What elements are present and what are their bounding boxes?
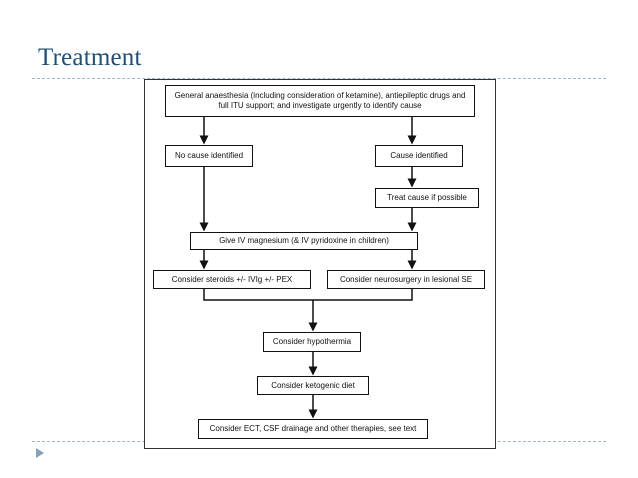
top-divider <box>32 78 606 79</box>
bullet-arrow-icon <box>36 448 44 458</box>
flowchart-connectors <box>199 117 417 419</box>
node-consider-steroids: Consider steroids +/- IVIg +/- PEX <box>153 270 311 289</box>
slide-title: Treatment <box>38 44 142 71</box>
node-consider-ect: Consider ECT, CSF drainage and other the… <box>198 419 428 439</box>
node-general-anaesthesia: General anaesthesia (including considera… <box>165 85 475 117</box>
node-treat-cause: Treat cause if possible <box>375 188 479 208</box>
connector-steroids-to-merge <box>203 289 313 301</box>
node-no-cause-identified: No cause identified <box>165 145 253 167</box>
flowchart-figure: General anaesthesia (including considera… <box>144 79 496 449</box>
node-consider-neurosurgery: Consider neurosurgery in lesional SE <box>327 270 485 289</box>
node-consider-hypothermia: Consider hypothermia <box>263 332 361 352</box>
node-cause-identified: Cause identified <box>375 145 463 167</box>
node-iv-magnesium: Give IV magnesium (& IV pyridoxine in ch… <box>190 232 418 250</box>
node-consider-ketogenic-diet: Consider ketogenic diet <box>257 376 369 395</box>
connector-neurosurgery-to-merge <box>313 289 413 301</box>
